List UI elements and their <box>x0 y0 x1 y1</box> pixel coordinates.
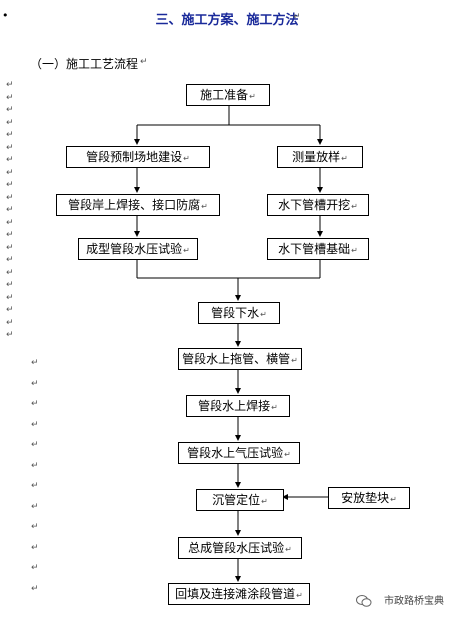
paragraph-mark: ↵ <box>6 230 14 240</box>
paragraph-mark: ↵ <box>6 217 14 228</box>
paragraph-mark: ↵ <box>6 267 14 278</box>
step-trench-foundation: 水下管槽基础↵ <box>267 238 369 260</box>
paragraph-mark: ↵ <box>31 542 39 553</box>
paragraph-mark: ↵ <box>31 419 39 430</box>
paragraph-mark: ↵ <box>31 522 39 532</box>
paragraph-mark: ↵ <box>31 440 39 450</box>
paragraph-mark: ↵ <box>6 242 14 253</box>
step-trench-excavation: 水下管槽开挖↵ <box>267 194 369 216</box>
paragraph-mark: ↵ <box>293 12 301 22</box>
step-shore-welding: 管段岸上焊接、接口防腐↵ <box>56 194 220 216</box>
step-water-welding: 管段水上焊接↵ <box>186 395 290 417</box>
paragraph-mark: ↵ <box>6 155 14 165</box>
section-title: 三、施工方案、施工方法 <box>155 13 299 28</box>
paragraph-mark: ↵ <box>6 167 14 178</box>
paragraph-mark: ↵ <box>6 117 14 128</box>
bullet-marker: • <box>2 9 9 22</box>
step-place-pads: 安放垫块↵ <box>328 487 410 509</box>
paragraph-mark: ↵ <box>6 205 14 215</box>
paragraph-mark: ↵ <box>31 399 39 409</box>
paragraph-mark: ↵ <box>6 130 14 140</box>
paragraph-mark: ↵ <box>6 280 14 290</box>
step-launch: 管段下水↵ <box>198 302 280 324</box>
wechat-icon <box>356 595 372 607</box>
paragraph-mark: ↵ <box>6 330 14 340</box>
paragraph-mark: ↵ <box>31 501 39 512</box>
paragraph-mark: ↵ <box>6 80 14 90</box>
paragraph-mark: ↵ <box>6 180 14 190</box>
step-sinking-positioning: 沉管定位↵ <box>196 489 284 511</box>
paragraph-mark: ↵ <box>31 563 39 573</box>
paragraph-mark: ↵ <box>6 192 14 203</box>
step-towing: 管段水上拖管、横管↵ <box>178 348 302 370</box>
step-backfill-connect: 回填及连接滩涂段管道↵ <box>168 583 310 605</box>
paragraph-mark: ↵ <box>6 255 14 265</box>
step-segment-hydrotest: 成型管段水压试验↵ <box>78 238 198 260</box>
step-construction-prep: 施工准备↵ <box>186 84 270 106</box>
paragraph-mark: ↵ <box>6 305 14 315</box>
paragraph-mark: ↵ <box>31 378 39 389</box>
paragraph-mark: ↵ <box>31 583 39 594</box>
paragraph-mark: ↵ <box>31 358 39 368</box>
paragraph-mark: ↵ <box>6 142 14 153</box>
step-prefab-site: 管段预制场地建设↵ <box>66 146 210 168</box>
step-air-pressure-test: 管段水上气压试验↵ <box>178 442 300 464</box>
step-assembly-hydrotest: 总成管段水压试验↵ <box>178 537 302 559</box>
subsection-heading: （一）施工工艺流程 <box>30 57 139 71</box>
watermark-text: 市政路桥宝典 <box>384 596 444 607</box>
paragraph-mark: ↵ <box>6 292 14 303</box>
paragraph-mark: ↵ <box>6 105 14 115</box>
paragraph-mark: ↵ <box>6 317 14 328</box>
paragraph-mark: ↵ <box>140 57 148 67</box>
paragraph-mark: ↵ <box>6 92 14 103</box>
paragraph-mark: ↵ <box>31 481 39 491</box>
paragraph-mark: ↵ <box>31 460 39 471</box>
step-survey: 测量放样↵ <box>277 146 363 168</box>
